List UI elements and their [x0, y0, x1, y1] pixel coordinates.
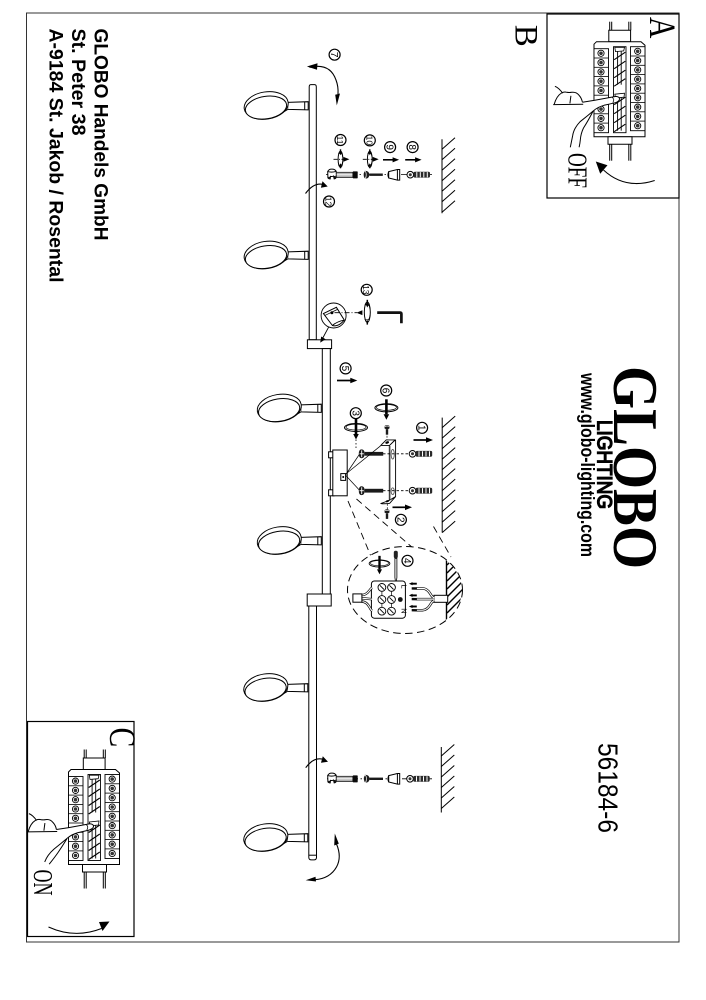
svg-text:3: 3 [349, 410, 360, 416]
svg-text:13: 13 [361, 285, 371, 295]
svg-text:8: 8 [406, 144, 417, 150]
svg-text:GLOBO: GLOBO [600, 366, 671, 569]
svg-text:B: B [508, 25, 544, 47]
svg-text:N: N [400, 608, 409, 613]
svg-text:11: 11 [335, 136, 345, 145]
svg-text:ON: ON [28, 870, 58, 896]
svg-text:12: 12 [324, 197, 334, 207]
svg-text:LIGHTING: LIGHTING [593, 420, 616, 509]
svg-text:4: 4 [401, 558, 412, 564]
svg-text:A-9184 St. Jakob / Rosental: A-9184 St. Jakob / Rosental [45, 29, 67, 283]
svg-text:GLOBO Handels GmbH: GLOBO Handels GmbH [90, 29, 112, 241]
svg-text:10: 10 [364, 136, 374, 146]
svg-text:1: 1 [416, 425, 427, 431]
svg-text:A: A [641, 17, 682, 38]
svg-text:OFF: OFF [563, 153, 593, 188]
svg-text:C: C [101, 728, 142, 748]
svg-text:2: 2 [394, 517, 405, 523]
svg-text:L: L [400, 585, 409, 589]
svg-text:7: 7 [328, 52, 339, 58]
svg-text:www.globo-lighting.com: www.globo-lighting.com [576, 372, 598, 557]
svg-text:9: 9 [384, 144, 395, 150]
svg-text:56184-6: 56184-6 [593, 743, 624, 833]
svg-text:5: 5 [339, 366, 350, 372]
svg-text:6: 6 [380, 388, 391, 394]
svg-text:St. Peter 38: St. Peter 38 [67, 29, 89, 136]
